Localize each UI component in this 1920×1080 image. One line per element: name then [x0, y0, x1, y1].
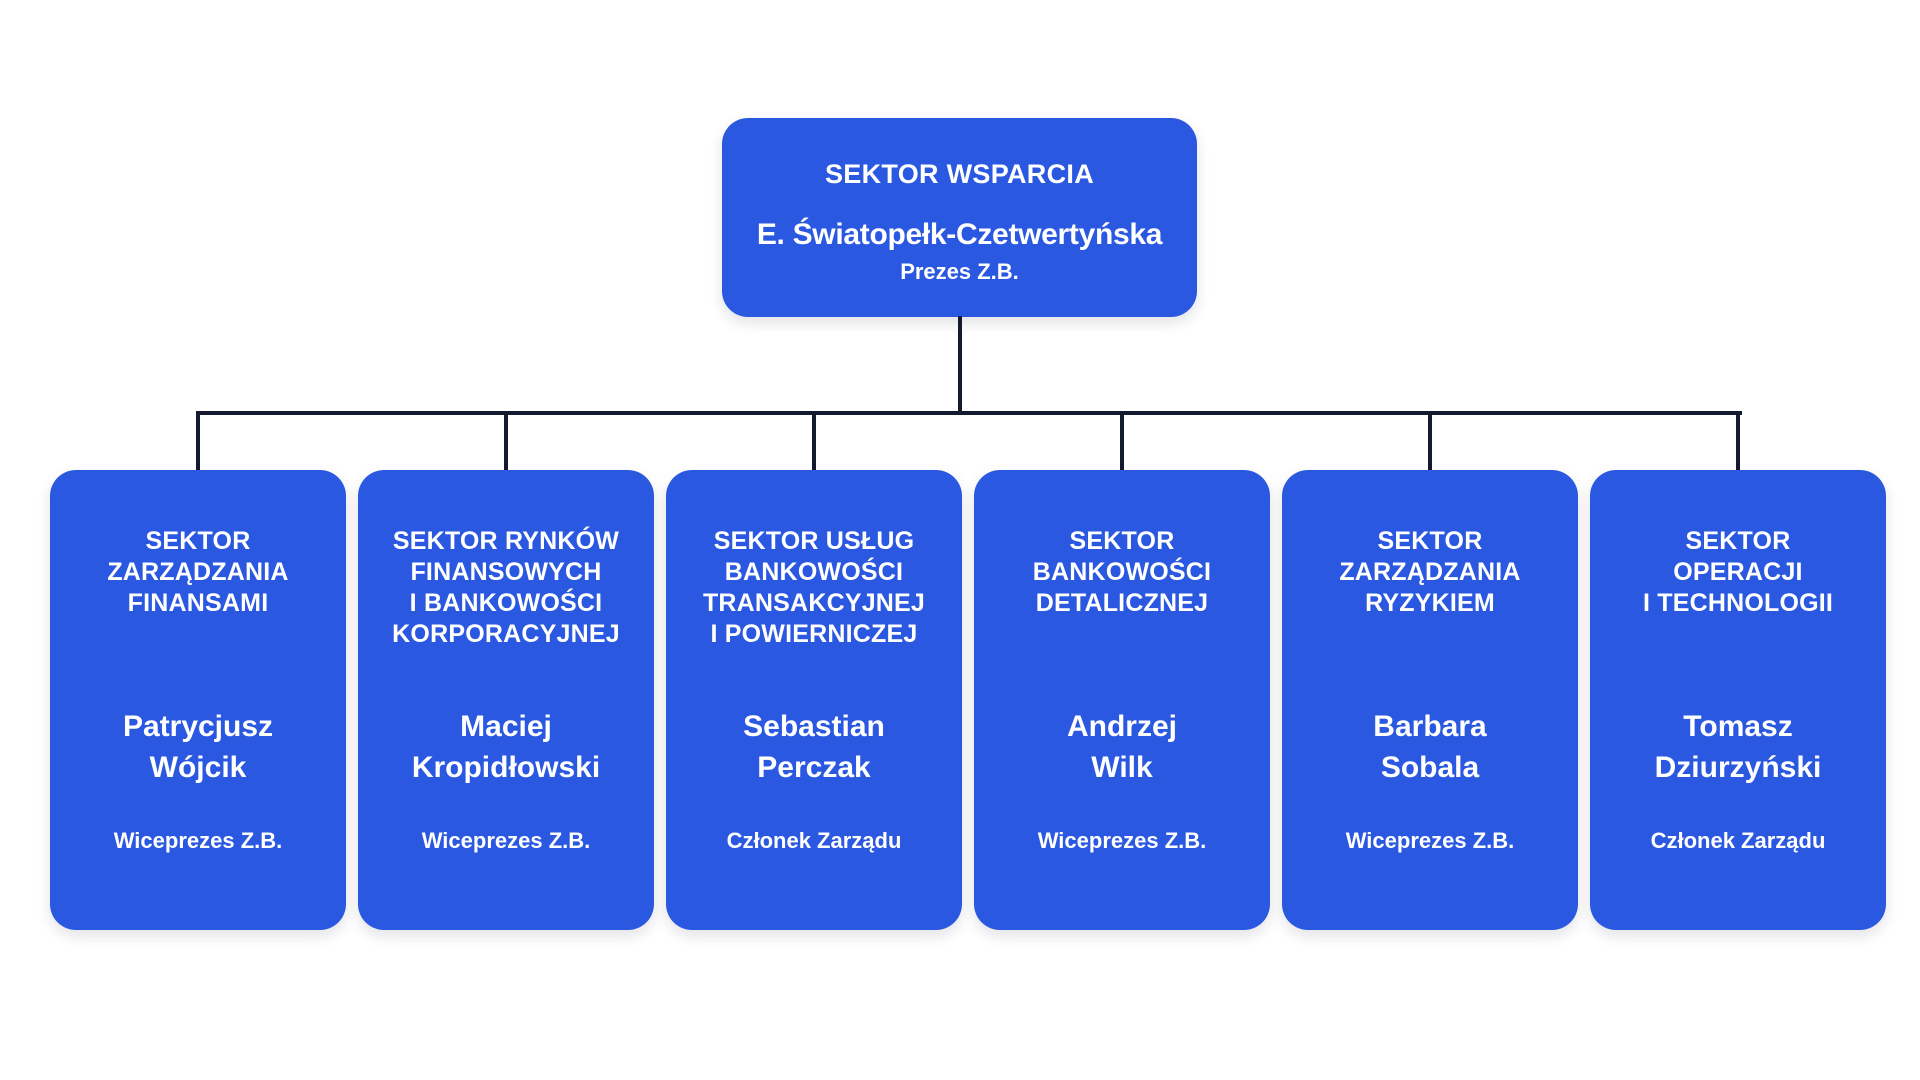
connector-drop-finansami: [196, 411, 200, 470]
sector-person-name: Andrzej Wilk: [1066, 710, 1177, 784]
sector-person-name: Patrycjusz Wójcik: [122, 710, 274, 784]
sector-person-name: Sebastian Perczak: [743, 710, 885, 784]
org-box-sektor-zarzadzania-ryzykiem: SEKTOR ZARZĄDZANIA RYZYKIEM Barbara Soba…: [1282, 470, 1578, 930]
sector-person-name: Tomasz Dziurzyński: [1654, 710, 1822, 784]
sector-person-role: Wiceprezes Z.B.: [1345, 828, 1515, 853]
connector-root-stem: [958, 316, 962, 415]
org-box-sektor-rynkow-finansowych: SEKTOR RYNKÓW FINANSOWYCH I BANKOWOŚCI K…: [358, 470, 654, 930]
sector-title: SEKTOR ZARZĄDZANIA FINANSAMI: [107, 527, 289, 617]
org-box-sektor-uslug-bankowosci: SEKTOR USŁUG BANKOWOŚCI TRANSAKCYJNEJ I …: [666, 470, 962, 930]
sector-person-name: Barbara Sobala: [1373, 710, 1487, 784]
sector-person-role: Wiceprezes Z.B.: [113, 828, 283, 853]
connector-horizontal-rail: [196, 411, 1742, 415]
root-person-role: Prezes Z.B.: [900, 259, 1019, 284]
org-box-sektor-operacji-technologii: SEKTOR OPERACJI I TECHNOLOGII Tomasz Dzi…: [1590, 470, 1886, 930]
sector-title: SEKTOR USŁUG BANKOWOŚCI TRANSAKCYJNEJ I …: [702, 527, 926, 648]
connector-drop-rynkow-finansowych: [504, 411, 508, 470]
sector-title: SEKTOR RYNKÓW FINANSOWYCH I BANKOWOŚCI K…: [392, 527, 620, 648]
sector-person-role: Wiceprezes Z.B.: [421, 828, 591, 853]
sector-title: SEKTOR OPERACJI I TECHNOLOGII: [1642, 527, 1834, 617]
sector-person-name: Maciej Kropidłowski: [411, 710, 601, 784]
sector-person-role: Wiceprezes Z.B.: [1037, 828, 1207, 853]
sector-title: SEKTOR ZARZĄDZANIA RYZYKIEM: [1339, 527, 1521, 617]
org-box-sektor-wsparcia: SEKTOR WSPARCIA E. Światopełk-Czetwertyń…: [722, 118, 1197, 317]
sector-title: SEKTOR BANKOWOŚCI DETALICZNEJ: [1032, 527, 1212, 617]
connector-drop-uslug-bankowosci: [812, 411, 816, 470]
connector-drop-bankowosci-detalicznej: [1120, 411, 1124, 470]
root-sector-title: SEKTOR WSPARCIA: [824, 159, 1094, 189]
sector-person-role: Członek Zarządu: [726, 828, 902, 853]
org-box-sektor-bankowosci-detalicznej: SEKTOR BANKOWOŚCI DETALICZNEJ Andrzej Wi…: [974, 470, 1270, 930]
sector-person-role: Członek Zarządu: [1650, 828, 1826, 853]
connector-drop-zarzadzania-ryzykiem: [1428, 411, 1432, 470]
org-box-sektor-zarzadzania-finansami: SEKTOR ZARZĄDZANIA FINANSAMI Patrycjusz …: [50, 470, 346, 930]
root-person-name: E. Światopełk-Czetwertyńska: [756, 218, 1163, 251]
connector-drop-operacji-technologii: [1736, 411, 1740, 470]
